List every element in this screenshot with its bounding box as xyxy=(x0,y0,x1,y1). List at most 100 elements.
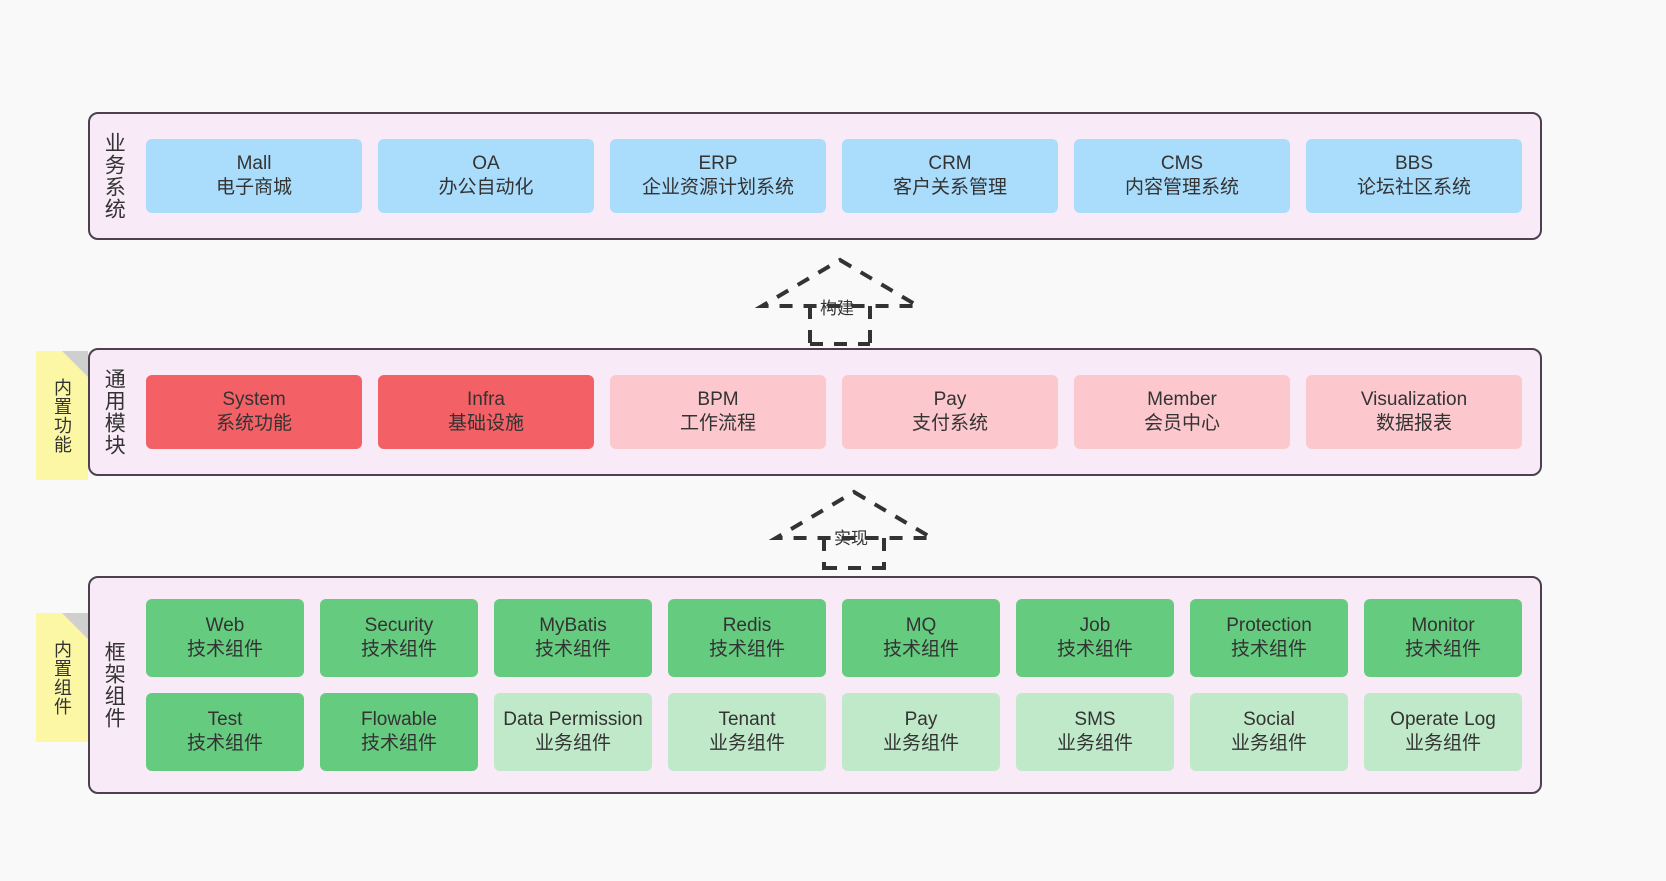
card-member-subtitle: 会员中心 xyxy=(1143,413,1220,434)
card-mq[interactable]: MQ 技术组件 xyxy=(842,599,1000,677)
implement-shaft xyxy=(822,538,886,570)
note-builtin-functions-label: 内置功能 xyxy=(52,377,72,454)
card-visualization[interactable]: Visualization 数据报表 xyxy=(1306,375,1522,449)
card-sms-title: SMS xyxy=(1074,708,1116,730)
card-system-title: System xyxy=(222,388,286,410)
card-flowable-subtitle: 技术组件 xyxy=(360,733,437,754)
card-erp[interactable]: ERP 企业资源计划系统 xyxy=(610,139,826,213)
card-bpm-title: BPM xyxy=(697,388,739,410)
card-infra-title: Infra xyxy=(466,388,506,410)
card-visualization-title: Visualization xyxy=(1360,388,1468,410)
connector-implement-label: 实现 xyxy=(834,529,868,548)
card-monitor[interactable]: Monitor 技术组件 xyxy=(1364,599,1522,677)
framework-business-row: Test 技术组件 Flowable 技术组件 Data Permission … xyxy=(146,693,1522,771)
card-mall-title: Mall xyxy=(236,152,272,174)
layer-framework-components: 框架组件 Web 技术组件 Security 技术组件 MyBatis 技术组件… xyxy=(88,576,1542,794)
card-system-subtitle: 系统功能 xyxy=(215,413,292,434)
card-erp-title: ERP xyxy=(698,152,738,174)
card-pay-component-subtitle: 业务组件 xyxy=(882,733,959,754)
card-bpm-subtitle: 工作流程 xyxy=(679,413,756,434)
layer-body-framework-components: Web 技术组件 Security 技术组件 MyBatis 技术组件 Redi… xyxy=(136,578,1540,792)
card-mybatis[interactable]: MyBatis 技术组件 xyxy=(494,599,652,677)
card-operate-log-title: Operate Log xyxy=(1390,708,1496,730)
layer-title-framework-components: 框架组件 xyxy=(102,641,126,729)
card-mall-subtitle: 电子商城 xyxy=(215,177,292,198)
card-oa-title: OA xyxy=(472,152,500,174)
card-test-title: Test xyxy=(207,708,243,730)
card-visualization-subtitle: 数据报表 xyxy=(1375,413,1452,434)
layer-body-business-systems: Mall 电子商城 OA 办公自动化 ERP 企业资源计划系统 CRM 客户关系… xyxy=(136,114,1540,238)
card-oa-subtitle: 办公自动化 xyxy=(438,177,534,198)
card-social-subtitle: 业务组件 xyxy=(1230,733,1307,754)
card-pay-module-subtitle: 支付系统 xyxy=(911,413,988,434)
card-web-title: Web xyxy=(205,614,245,636)
card-test-subtitle: 技术组件 xyxy=(186,733,263,754)
card-infra-subtitle: 基础设施 xyxy=(447,413,524,434)
card-redis-subtitle: 技术组件 xyxy=(708,639,785,660)
card-protection-title: Protection xyxy=(1226,614,1312,636)
card-redis-title: Redis xyxy=(722,614,772,636)
card-flowable-title: Flowable xyxy=(360,708,438,730)
card-cms[interactable]: CMS 内容管理系统 xyxy=(1074,139,1290,213)
card-crm-title: CRM xyxy=(928,152,972,174)
card-protection[interactable]: Protection 技术组件 xyxy=(1190,599,1348,677)
card-infra[interactable]: Infra 基础设施 xyxy=(378,375,594,449)
card-bbs[interactable]: BBS 论坛社区系统 xyxy=(1306,139,1522,213)
layer-common-modules: 通用模块 System 系统功能 Infra 基础设施 BPM 工作流程 Pay… xyxy=(88,348,1542,476)
card-security-subtitle: 技术组件 xyxy=(360,639,437,660)
card-web[interactable]: Web 技术组件 xyxy=(146,599,304,677)
card-bbs-subtitle: 论坛社区系统 xyxy=(1356,177,1471,198)
card-security[interactable]: Security 技术组件 xyxy=(320,599,478,677)
card-mybatis-title: MyBatis xyxy=(539,614,607,636)
card-system[interactable]: System 系统功能 xyxy=(146,375,362,449)
card-mall[interactable]: Mall 电子商城 xyxy=(146,139,362,213)
layer-business-systems: 业务系统 Mall 电子商城 OA 办公自动化 ERP 企业资源计划系统 CRM… xyxy=(88,112,1542,240)
layer-title-common-modules: 通用模块 xyxy=(102,368,126,456)
card-mq-title: MQ xyxy=(905,614,937,636)
connector-build-label: 构建 xyxy=(820,299,854,318)
card-crm[interactable]: CRM 客户关系管理 xyxy=(842,139,1058,213)
card-pay-module-title: Pay xyxy=(933,388,967,410)
card-sms[interactable]: SMS 业务组件 xyxy=(1016,693,1174,771)
card-job-subtitle: 技术组件 xyxy=(1056,639,1133,660)
note-builtin-components-label: 内置组件 xyxy=(52,639,72,716)
card-pay-component-title: Pay xyxy=(904,708,938,730)
card-job-title: Job xyxy=(1079,614,1111,636)
card-cms-subtitle: 内容管理系统 xyxy=(1124,177,1239,198)
build-shaft xyxy=(808,306,872,346)
card-tenant[interactable]: Tenant 业务组件 xyxy=(668,693,826,771)
card-crm-subtitle: 客户关系管理 xyxy=(892,177,1007,198)
card-oa[interactable]: OA 办公自动化 xyxy=(378,139,594,213)
card-mq-subtitle: 技术组件 xyxy=(882,639,959,660)
card-test[interactable]: Test 技术组件 xyxy=(146,693,304,771)
common-modules-row: System 系统功能 Infra 基础设施 BPM 工作流程 Pay 支付系统… xyxy=(146,375,1522,449)
note-builtin-functions: 内置功能 xyxy=(36,351,88,480)
card-data-permission-title: Data Permission xyxy=(503,708,643,730)
card-bpm[interactable]: BPM 工作流程 xyxy=(610,375,826,449)
card-member-title: Member xyxy=(1147,388,1217,410)
card-operate-log[interactable]: Operate Log 业务组件 xyxy=(1364,693,1522,771)
card-sms-subtitle: 业务组件 xyxy=(1056,733,1133,754)
card-monitor-title: Monitor xyxy=(1411,614,1475,636)
connector-implement: 实现 xyxy=(766,489,942,570)
card-job[interactable]: Job 技术组件 xyxy=(1016,599,1174,677)
card-bbs-title: BBS xyxy=(1394,152,1434,174)
card-tenant-subtitle: 业务组件 xyxy=(708,733,785,754)
card-protection-subtitle: 技术组件 xyxy=(1230,639,1307,660)
card-social-title: Social xyxy=(1243,708,1295,730)
card-security-title: Security xyxy=(364,614,434,636)
build-arrowhead xyxy=(754,257,926,308)
card-flowable[interactable]: Flowable 技术组件 xyxy=(320,693,478,771)
card-operate-log-subtitle: 业务组件 xyxy=(1404,733,1481,754)
card-pay-component[interactable]: Pay 业务组件 xyxy=(842,693,1000,771)
card-redis[interactable]: Redis 技术组件 xyxy=(668,599,826,677)
connector-build: 构建 xyxy=(752,257,928,346)
card-pay-module[interactable]: Pay 支付系统 xyxy=(842,375,1058,449)
note-builtin-components: 内置组件 xyxy=(36,613,88,742)
page-fold-icon xyxy=(62,351,88,377)
card-data-permission[interactable]: Data Permission 业务组件 xyxy=(494,693,652,771)
card-social[interactable]: Social 业务组件 xyxy=(1190,693,1348,771)
implement-arrowhead xyxy=(768,489,940,540)
card-tenant-title: Tenant xyxy=(718,708,776,730)
card-member[interactable]: Member 会员中心 xyxy=(1074,375,1290,449)
